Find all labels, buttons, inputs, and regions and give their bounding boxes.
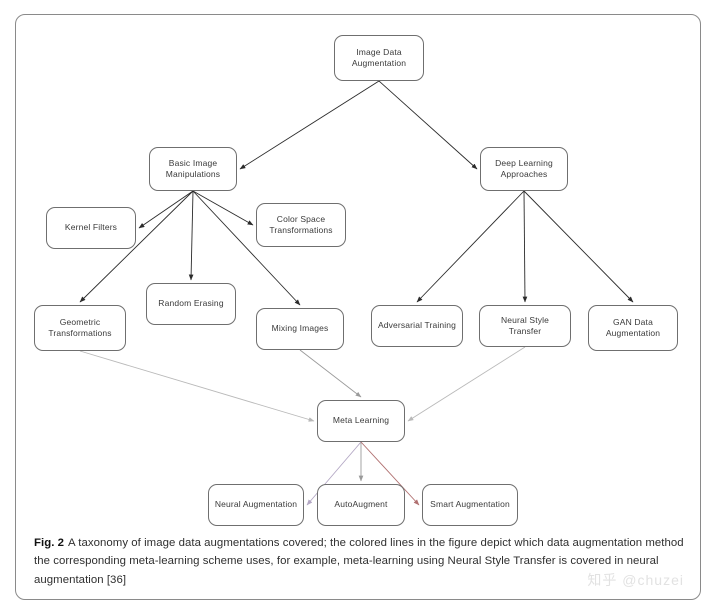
node-label: Smart Augmentation [430,499,510,510]
node-label: Color Space Transformations [269,213,333,235]
node-neuralaug: Neural Augmentation [208,484,304,526]
watermark: 知乎 @chuzei [587,572,684,588]
node-colorsp: Color Space Transformations [256,203,346,247]
node-smartaug: Smart Augmentation [422,484,518,526]
edge-basic-to-erasing [188,190,194,281]
node-geometric: Geometric Transformations [34,305,126,351]
node-label: Neural Augmentation [214,499,298,510]
node-label: Geometric Transformations [48,316,112,338]
node-autoaug: AutoAugment [317,484,405,526]
edge-mixing-to-meta [299,349,362,398]
edge-nst-to-meta [407,346,526,422]
node-gan: GAN Data Augmentation [588,305,678,351]
edge-meta-to-neuralaug [306,441,362,506]
figure-caption-text: A taxonomy of image data augmentations c… [34,537,684,586]
edge-root-to-basic [239,80,380,170]
node-label: Deep Learning Approaches [495,157,553,179]
node-nst: Neural Style Transfer [479,305,571,347]
node-label: Random Erasing [158,298,224,309]
node-label: Kernel Filters [64,222,118,233]
edge-geometric-to-meta [79,350,315,422]
node-label: Adversarial Training [377,320,457,331]
node-label: Mixing Images [271,323,329,334]
node-label: Neural Style Transfer [500,314,550,336]
edge-deep-to-gan [523,190,634,303]
node-label: AutoAugment [334,499,388,510]
edge-basic-to-colorsp [192,190,254,226]
node-label: Image Data Augmentation [351,46,407,68]
diagram-edges [79,80,634,506]
edge-basic-to-mixing [192,190,301,306]
node-root: Image Data Augmentation [334,35,424,81]
node-meta: Meta Learning [317,400,405,442]
edge-root-to-deep [378,80,478,170]
node-basic: Basic Image Manipulations [149,147,237,191]
node-label: GAN Data Augmentation [605,316,661,338]
node-adv: Adversarial Training [371,305,463,347]
node-kernel: Kernel Filters [46,207,136,249]
node-label: Meta Learning [332,415,390,426]
node-erasing: Random Erasing [146,283,236,325]
node-deep: Deep Learning Approaches [480,147,568,191]
edge-basic-to-kernel [138,190,194,229]
node-mixing: Mixing Images [256,308,344,350]
edge-meta-to-smartaug [360,441,420,506]
edge-deep-to-adv [416,190,525,303]
figure-label: Fig. 2 [34,537,65,549]
node-label: Basic Image Manipulations [165,157,221,179]
edge-basic-to-geometric [79,190,194,303]
edge-deep-to-nst [522,190,528,303]
